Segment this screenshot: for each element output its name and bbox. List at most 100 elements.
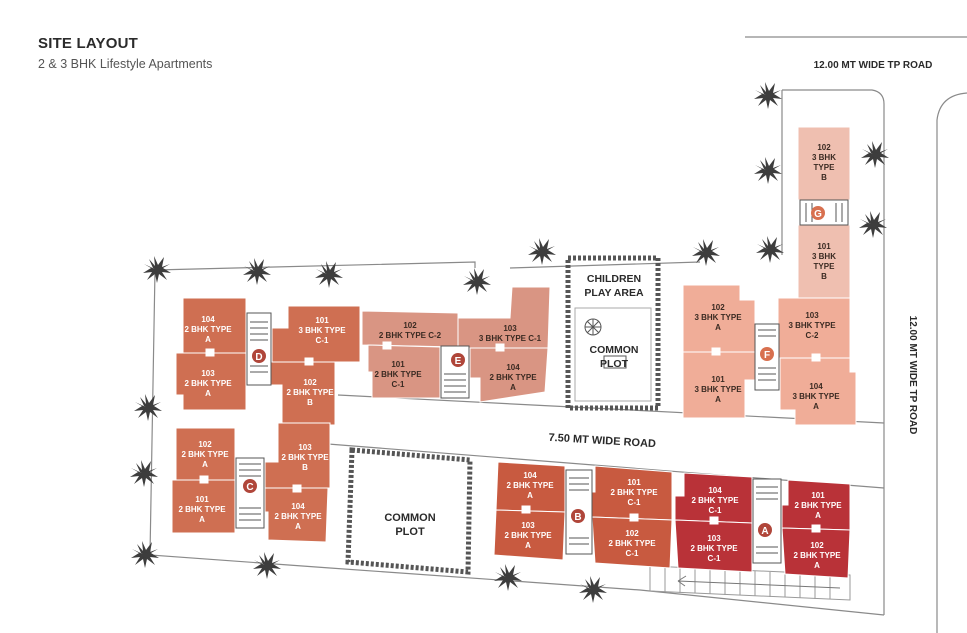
unit-f-101-l1: 101 — [711, 375, 725, 384]
unit-g-102-l3: TYPE — [814, 163, 836, 172]
tower-b — [493, 461, 673, 569]
tree-icon — [754, 82, 782, 109]
unit-d-101-l1: 101 — [315, 316, 329, 325]
north-boundary-2 — [509, 261, 701, 269]
right-road-label: 12.00 MT WIDE TP ROAD — [907, 316, 918, 435]
unit-b-104-l1: 104 — [523, 471, 537, 480]
unit-g-101-l1: 101 — [817, 242, 831, 251]
unit-c-104-l3: A — [295, 522, 301, 531]
tower-g-letter: G — [814, 209, 822, 220]
tower-c-letter: C — [246, 482, 253, 493]
unit-g-102 — [797, 126, 851, 201]
unit-b-104-l2: 2 BHK TYPE — [506, 481, 554, 490]
tree-icon — [243, 258, 271, 285]
unit-b-103 — [493, 509, 566, 561]
unit-e-104-l2: 2 BHK TYPE — [489, 373, 537, 382]
tower-c-badge: C — [243, 479, 257, 493]
tree-icon — [579, 576, 607, 603]
internal-road-label: 7.50 MT WIDE ROAD — [548, 432, 656, 451]
unit-b-102-l2: 2 BHK TYPE — [608, 539, 656, 548]
unit-e-104-l3: A — [510, 383, 516, 392]
unit-c-102-l2: 2 BHK TYPE — [181, 450, 229, 459]
unit-d-102-l2: 2 BHK TYPE — [286, 388, 334, 397]
unit-a-102-l1: 102 — [810, 541, 824, 550]
unit-b-102 — [591, 516, 673, 569]
common-plot-2: COMMON PLOT — [345, 447, 473, 575]
unit-a-102-l3: A — [814, 561, 820, 570]
unit-d-101-l3: C-1 — [316, 336, 329, 345]
unit-e-104 — [469, 347, 549, 403]
unit-f-102-l2: 3 BHK TYPE — [694, 313, 742, 322]
tree-icon — [859, 211, 887, 238]
unit-d-102-l3: B — [307, 398, 313, 407]
unit-d-103-l3: A — [205, 389, 211, 398]
unit-b-101-l3: C-1 — [628, 498, 641, 507]
unit-c-104-l2: 2 BHK TYPE — [274, 512, 322, 521]
right-road-outer-edge — [936, 92, 967, 633]
tower-d — [175, 297, 361, 426]
tree-icon — [756, 236, 784, 263]
tower-e-badge: E — [451, 353, 465, 367]
unit-e-104-l1: 104 — [506, 363, 520, 372]
tower-c — [171, 422, 331, 543]
page-title: SITE LAYOUT — [38, 35, 138, 52]
unit-a-101-l3: A — [815, 511, 821, 520]
tower-e-letter: E — [455, 356, 462, 367]
tower-f — [682, 284, 857, 426]
unit-a-101-l1: 101 — [811, 491, 825, 500]
unit-c-101-l3: A — [199, 515, 205, 524]
tree-icon — [861, 141, 889, 168]
tree-icon — [130, 460, 158, 487]
unit-b-103-l1: 103 — [521, 521, 535, 530]
unit-e-101-l2: 2 BHK TYPE — [374, 370, 422, 379]
unit-c-104 — [264, 487, 329, 543]
unit-e-102-l2: 2 BHK TYPE C-2 — [379, 331, 442, 340]
tree-icon — [528, 238, 556, 265]
unit-f-103-l3: C-2 — [806, 331, 819, 340]
unit-g-102-l4: B — [821, 173, 827, 182]
unit-f-101-l3: A — [715, 395, 721, 404]
unit-d-104-l1: 104 — [201, 315, 215, 324]
play-equipment-icon — [584, 318, 627, 369]
unit-d-104-l3: A — [205, 335, 211, 344]
unit-b-101-l2: 2 BHK TYPE — [610, 488, 658, 497]
tower-b-letter: B — [574, 512, 581, 523]
unit-d-103 — [175, 352, 247, 411]
unit-c-103-l2: 2 BHK TYPE — [281, 453, 329, 462]
unit-d-101-l2: 3 BHK TYPE — [298, 326, 346, 335]
top-road-label: 12.00 MT WIDE TP ROAD — [814, 60, 933, 71]
tower-a-badge: A — [758, 523, 772, 537]
unit-a-101-l2: 2 BHK TYPE — [794, 501, 842, 510]
unit-f-104-l3: A — [813, 402, 819, 411]
tower-a-letter: A — [761, 526, 768, 537]
unit-f-104 — [779, 357, 857, 426]
unit-c-101 — [171, 479, 236, 534]
tower-d-letter: D — [255, 352, 262, 363]
tree-icon — [754, 157, 782, 184]
unit-e-101-l1: 101 — [391, 360, 405, 369]
south-boundary — [329, 567, 885, 616]
unit-c-101-l1: 101 — [195, 495, 209, 504]
unit-b-103-l3: A — [525, 541, 531, 550]
common-plot-2-label-2: PLOT — [395, 526, 425, 538]
unit-a-104-l2: 2 BHK TYPE — [691, 496, 739, 505]
unit-a-103 — [674, 519, 753, 573]
